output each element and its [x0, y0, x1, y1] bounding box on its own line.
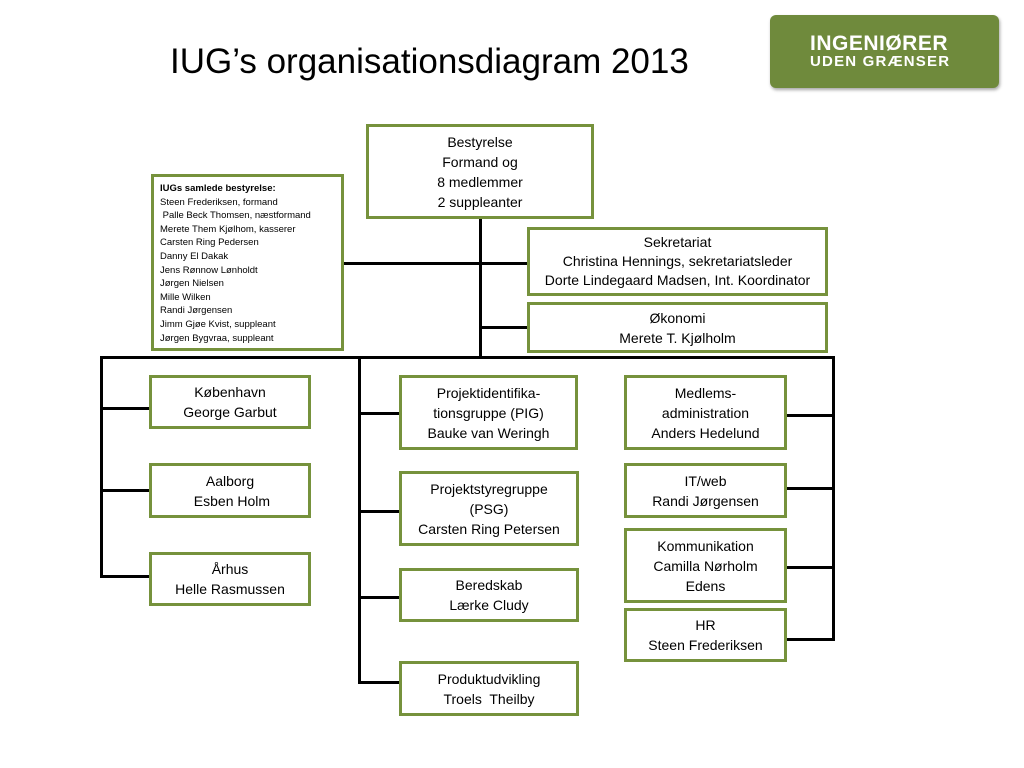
connector-itweb — [786, 487, 834, 490]
board-members-title: IUGs samlede bestyrelse: — [160, 183, 276, 194]
box-line: Kommunikation — [657, 537, 754, 554]
box-line: Steen Frederiksen — [648, 637, 763, 653]
connector-kommunikation — [786, 566, 834, 569]
logo: INGENIØRER UDEN GRÆNSER — [770, 15, 999, 88]
connector-okonomi — [479, 326, 529, 329]
org-box-medlemsadministration: Medlems- administration Anders Hedelund — [624, 375, 787, 450]
box-line: IT/web — [684, 472, 727, 489]
board-member: Steen Frederiksen, formand — [160, 196, 278, 208]
box-line: Økonomi — [649, 309, 706, 326]
box-line: Århus — [211, 561, 249, 577]
board-member: Mille Wilken — [160, 291, 211, 303]
connector-kobenhavn — [100, 407, 150, 410]
org-box-pig: Projektidentifika- tionsgruppe (PIG) Bau… — [399, 375, 578, 450]
box-line: Carsten Ring Petersen — [418, 520, 560, 537]
board-member: Jens Rønnow Lønholdt — [160, 264, 258, 276]
box-line: Bestyrelse — [447, 133, 513, 150]
org-box-bestyrelse: Bestyrelse Formand og 8 medlemmer 2 supp… — [366, 124, 594, 219]
logo-line-1: INGENIØRER — [810, 32, 949, 55]
board-member: Palle Beck Thomsen, næstformand — [160, 210, 311, 222]
board-member: Carsten Ring Pedersen — [160, 237, 259, 249]
box-line: Anders Hedelund — [651, 424, 760, 441]
box-line: Troels Theilby — [443, 690, 535, 707]
connector-horizontal-main — [100, 356, 835, 359]
connector-arhus — [100, 575, 150, 578]
box-line: Dorte Lindegaard Madsen, Int. Koordinato… — [544, 272, 811, 288]
org-box-sekretariat: Sekretariat Christina Hennings, sekretar… — [527, 227, 828, 296]
connector-pig — [358, 412, 400, 415]
connector-sekretariat — [479, 262, 529, 265]
board-member: Jørgen Nielsen — [160, 278, 224, 290]
box-line: Projektstyregruppe — [430, 480, 548, 497]
box-line: Aalborg — [205, 472, 255, 489]
board-members-box: IUGs samlede bestyrelse: Steen Frederiks… — [151, 174, 344, 351]
box-line: Produktudvikling — [437, 670, 541, 687]
box-line: Medlems- — [674, 384, 737, 401]
org-box-kobenhavn: København George Garbut — [149, 375, 311, 429]
board-member: Danny El Dakak — [160, 250, 229, 262]
board-member: Jørgen Bygvraa, suppleant — [160, 332, 274, 344]
connector-psg — [358, 510, 400, 513]
org-box-arhus: Århus Helle Rasmussen — [149, 552, 311, 606]
box-line: Helle Rasmussen — [175, 581, 285, 597]
page-title: IUG’s organisationsdiagram 2013 — [170, 42, 689, 81]
connector-board — [344, 262, 481, 265]
box-line: HR — [695, 617, 716, 633]
connector-right-vertical — [832, 356, 835, 641]
connector-beredskab — [358, 596, 400, 599]
board-member: Merete Them Kjølhom, kasserer — [160, 223, 296, 235]
connector-aalborg — [100, 489, 150, 492]
logo-line-2: UDEN GRÆNSER — [810, 53, 951, 70]
org-box-hr: HR Steen Frederiksen — [624, 608, 787, 662]
box-line: Formand og — [442, 153, 518, 170]
org-box-okonomi: Økonomi Merete T. Kjølholm — [527, 302, 828, 353]
box-line: Camilla Nørholm — [653, 557, 758, 574]
box-line: Beredskab — [455, 577, 523, 593]
box-line: Merete T. Kjølholm — [619, 329, 736, 346]
box-line: (PSG) — [469, 500, 509, 517]
box-line: Projektidentifika- — [436, 384, 541, 401]
box-line: Randi Jørgensen — [652, 492, 759, 509]
connector-trunk — [479, 218, 482, 358]
board-member: Jimm Gjøe Kvist, suppleant — [160, 318, 276, 330]
org-box-psg: Projektstyregruppe (PSG) Carsten Ring Pe… — [399, 471, 579, 546]
box-line: Sekretariat — [643, 234, 712, 250]
org-box-aalborg: Aalborg Esben Holm — [149, 463, 311, 518]
box-line: Lærke Cludy — [449, 597, 529, 613]
connector-hr — [786, 638, 834, 641]
box-line: 8 medlemmer — [437, 173, 523, 190]
box-line: 2 suppleanter — [437, 193, 523, 210]
org-box-itweb: IT/web Randi Jørgensen — [624, 463, 787, 518]
box-line: tionsgruppe (PIG) — [433, 404, 544, 421]
connector-produktudvikling — [358, 681, 400, 684]
org-box-produktudvikling: Produktudvikling Troels Theilby — [399, 661, 579, 716]
box-line: administration — [661, 404, 750, 421]
box-line: George Garbut — [183, 404, 277, 420]
box-line: Edens — [685, 577, 726, 594]
box-line: Christina Hennings, sekretariatsleder — [562, 253, 793, 269]
connector-left-vertical — [100, 356, 103, 578]
box-line: Esben Holm — [189, 492, 271, 509]
board-member: Randi Jørgensen — [160, 305, 233, 317]
box-line: København — [194, 384, 266, 400]
box-line: Bauke van Weringh — [427, 424, 550, 441]
connector-mid-vertical — [358, 356, 361, 684]
org-box-kommunikation: Kommunikation Camilla Nørholm Edens — [624, 528, 787, 603]
org-box-beredskab: Beredskab Lærke Cludy — [399, 568, 579, 622]
connector-medlemsadmin — [786, 414, 834, 417]
